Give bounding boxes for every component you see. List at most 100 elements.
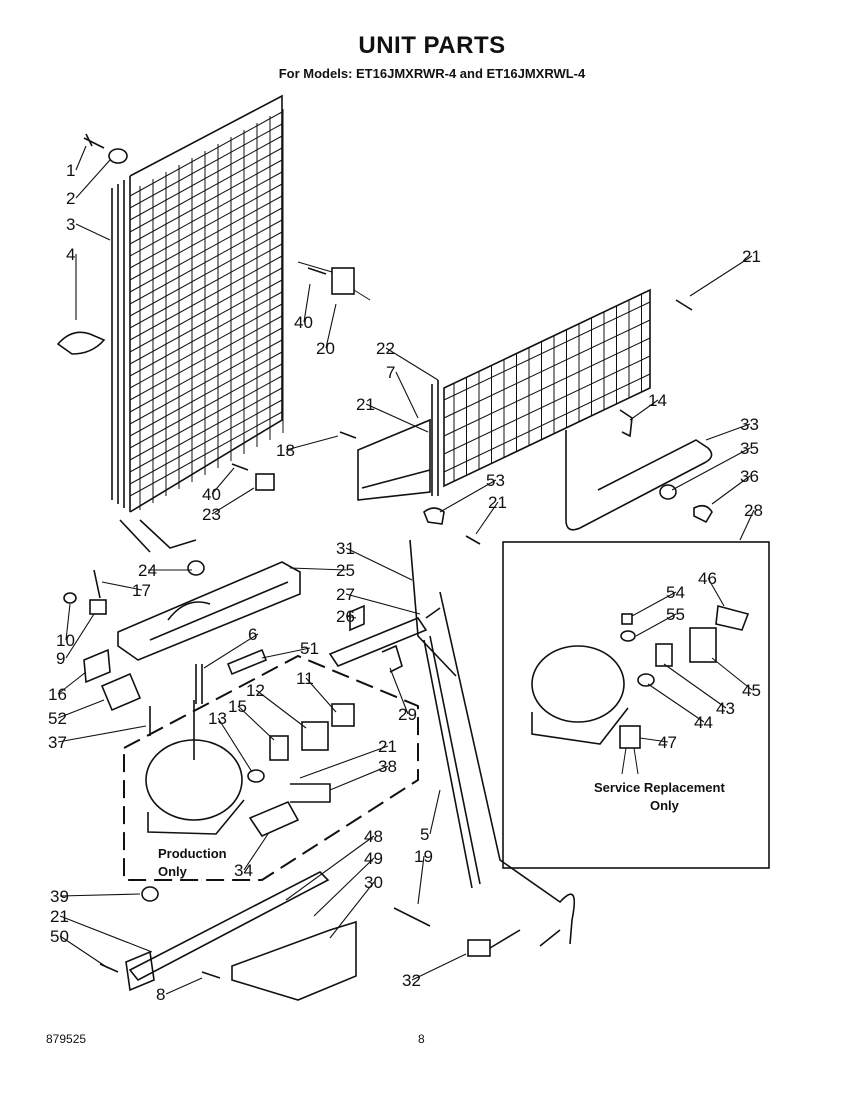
grommet-2 <box>108 148 128 164</box>
screw-18 <box>339 431 357 439</box>
evaporator-coil <box>111 94 284 553</box>
screw-21-top <box>675 299 693 311</box>
callout-label: 20 <box>316 339 335 358</box>
leader-line <box>65 603 71 641</box>
leader-line <box>417 855 425 905</box>
leader-line <box>217 717 253 773</box>
tube-6 <box>195 664 203 704</box>
filter-52 <box>100 672 142 712</box>
leader-line <box>57 671 87 695</box>
callout-label: 9 <box>56 649 65 668</box>
callout-label: 6 <box>248 625 257 644</box>
tube-5 <box>423 635 481 889</box>
nut-24 <box>187 560 205 576</box>
callout-label: 49 <box>364 849 383 868</box>
leader-line <box>345 593 421 615</box>
callout-label: 53 <box>486 471 505 490</box>
overload-43 <box>655 643 673 667</box>
compressor-service <box>531 645 629 745</box>
callout-label: 34 <box>234 861 253 880</box>
leader-line <box>305 677 337 713</box>
callout-label: 14 <box>648 391 667 410</box>
leader-line <box>365 403 429 433</box>
heater-19 <box>393 907 431 927</box>
leader-line <box>59 915 153 953</box>
callout-label: 21 <box>742 247 761 266</box>
leader-line <box>285 435 339 451</box>
cover-11 <box>331 703 355 727</box>
washer-55 <box>620 630 636 642</box>
leader-line <box>411 953 467 981</box>
connector-13 <box>247 769 265 783</box>
callout-label: 4 <box>66 245 75 264</box>
callout-label: 28 <box>744 501 763 520</box>
leader-line <box>285 835 375 901</box>
callout-label: 26 <box>336 607 355 626</box>
callout-label: 29 <box>398 705 417 724</box>
callout-label: 12 <box>246 681 265 700</box>
production-note-line1: Production <box>158 846 227 861</box>
leader-line <box>59 935 109 969</box>
page-title: UNIT PARTS <box>358 32 506 59</box>
leader-line <box>739 509 755 541</box>
overload-15 <box>269 735 289 761</box>
leader-line <box>237 705 275 741</box>
leader-line <box>389 667 409 715</box>
callout-label: 40 <box>294 313 313 332</box>
clamp-36 <box>693 504 713 524</box>
leader-line <box>261 647 311 659</box>
leader-line <box>289 567 347 571</box>
callout-label: 2 <box>66 189 75 208</box>
model-subtitle: For Models: ET16JMXRWR-4 and ET16JMXRWL-… <box>278 66 586 81</box>
leader-line <box>635 613 677 637</box>
service-note-line1: Service Replacement <box>594 780 725 795</box>
callout-label: 23 <box>202 505 221 524</box>
leader-line <box>101 581 143 591</box>
clamp-38 <box>290 783 331 803</box>
clip-14 <box>619 409 633 438</box>
leader-line <box>663 663 727 709</box>
callout-label: 22 <box>376 339 395 358</box>
callout-label: 5 <box>420 825 429 844</box>
harness-32 <box>467 929 561 957</box>
parts-10-9 <box>63 592 107 615</box>
callout-label: 19 <box>414 847 433 866</box>
document-number: 879525 <box>46 1032 87 1046</box>
base-plate-30 <box>125 871 357 1001</box>
service-replacement-box <box>502 541 770 869</box>
callout-label: 18 <box>276 441 295 460</box>
callout-label: 27 <box>336 585 355 604</box>
screw-17 <box>93 569 101 599</box>
screw-8 <box>201 971 221 979</box>
callout-label: 48 <box>364 827 383 846</box>
callout-label: 43 <box>716 699 735 718</box>
callout-label: 33 <box>740 415 759 434</box>
callout-label: 31 <box>336 539 355 558</box>
cover-16 <box>83 648 111 684</box>
leader-line <box>475 501 499 535</box>
leader-line <box>211 487 255 515</box>
leader-line <box>395 371 419 419</box>
callout-label: 13 <box>208 709 227 728</box>
leader-line <box>59 893 141 897</box>
callout-label: 25 <box>336 561 355 580</box>
bracket-20 <box>297 261 371 301</box>
connector-44 <box>637 673 655 687</box>
callout-label: 21 <box>488 493 507 512</box>
leader-line <box>329 765 389 791</box>
bracket-7 <box>357 418 431 501</box>
grommet-39 <box>141 886 159 902</box>
grommet-35 <box>659 484 677 500</box>
leader-line <box>75 145 87 171</box>
leader-line <box>671 447 751 491</box>
callout-label: 10 <box>56 631 75 650</box>
leader-line <box>313 857 375 917</box>
leader-line <box>299 745 389 779</box>
leader-line <box>385 347 439 381</box>
production-only-region <box>123 654 419 881</box>
clamp-53 <box>423 507 445 525</box>
leader-line <box>255 689 307 729</box>
leader-line <box>57 699 105 719</box>
callout-label: 50 <box>50 927 69 946</box>
